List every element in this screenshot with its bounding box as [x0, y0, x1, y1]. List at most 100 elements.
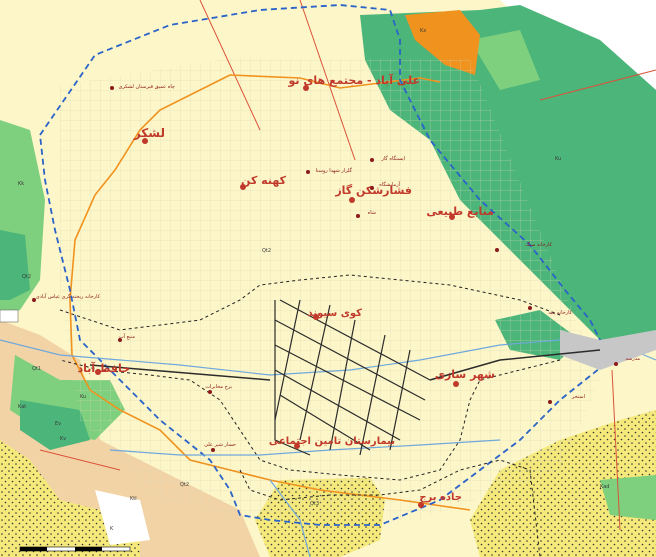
landmark-label: چاه عمیق قبرستان لشکری — [118, 84, 175, 90]
unit-code-kat: Kat — [18, 404, 26, 410]
place-marker — [240, 184, 246, 190]
fault — [299, 0, 356, 161]
unit-k-area — [95, 490, 150, 545]
unit-code-kk: Kk — [18, 181, 24, 187]
street — [274, 299, 301, 421]
landmark-marker — [110, 86, 114, 90]
street — [389, 349, 411, 451]
place-hospital[interactable]: بیمارستان تامین اجتماعی — [269, 436, 395, 449]
river — [109, 439, 501, 456]
place-north-village[interactable]: علی آباد - مجتمع های نو — [287, 73, 420, 91]
unit-code-qt1: Qt1 — [32, 366, 41, 372]
landmark-martyrs[interactable]: گلزار شهدا روستا — [306, 167, 353, 174]
landmark-marker — [208, 390, 212, 394]
landmark-marker — [211, 448, 215, 452]
unit-code-k: K — [110, 526, 114, 532]
place-marker — [449, 214, 455, 220]
place-label: کوی سیوند — [308, 308, 363, 319]
landmark-label: مدرسه — [625, 356, 640, 362]
place-label: حافظ آباد — [77, 361, 130, 375]
place-marker — [418, 502, 424, 508]
unit-green-se — [600, 475, 656, 520]
landmark-marker — [370, 186, 374, 190]
landmark-label: برج مخابرات — [205, 384, 232, 390]
place-marker — [95, 369, 101, 375]
place-gas-station[interactable]: فشارشکن گاز — [334, 184, 412, 203]
unit-code-kx: Kx — [420, 28, 426, 34]
place-hafez-abad[interactable]: حافظ آباد — [77, 361, 130, 375]
landmark-station[interactable]: ایستگاه گاز — [370, 155, 405, 162]
fault — [611, 369, 621, 531]
landmark-marker — [118, 338, 122, 342]
unit-light-green — [470, 30, 540, 90]
landmark-lab[interactable]: آزمایشگاه — [370, 181, 401, 190]
street — [274, 319, 426, 401]
unit-ev-area — [20, 400, 90, 450]
landmark-label: منبع آب — [119, 333, 135, 340]
landmark-marker — [370, 158, 374, 162]
landmark-factory[interactable]: کارخانه ریخته گری عباس آبادی — [32, 293, 101, 302]
landmark-hesar[interactable]: حسار شیر علی — [204, 442, 236, 452]
street — [299, 304, 331, 441]
unit-kad-area — [470, 410, 656, 557]
place-marker — [453, 381, 459, 387]
place-natural-resources[interactable]: منابع طبیعی — [426, 205, 494, 220]
place-label: شهر سازی — [435, 368, 495, 381]
place-marker — [303, 85, 309, 91]
landmark-label: گلزار شهدا روستا — [316, 167, 353, 174]
main-road — [429, 349, 601, 381]
place-labels: علی آباد - مجتمع های نو لشکر کهنه کن فشا… — [77, 73, 495, 508]
landmark-school[interactable]: مدرسه — [614, 356, 640, 366]
place-kuy[interactable]: کوی سیوند — [308, 308, 363, 320]
place-label: بیمارستان تامین اجتماعی — [269, 436, 395, 447]
landmark-label: استخر — [571, 394, 585, 400]
unit-dark-green-west — [0, 230, 30, 300]
landmark-marker — [32, 298, 36, 302]
landmark-village[interactable]: شاه — [356, 210, 376, 218]
unit-code-ku: Ku — [555, 156, 561, 162]
street — [329, 319, 356, 451]
landmark-labels: چاه عمیق قبرستان لشکری ایستگاه گاز گلزار… — [32, 84, 640, 452]
place-label: کهنه کن — [241, 174, 287, 187]
place-label: فشارشکن گاز — [334, 184, 412, 197]
unit-code-ku2: Ku — [80, 394, 86, 400]
landmark-resort[interactable]: کارخانه سنگ — [495, 241, 553, 252]
landmark-tower[interactable]: برج مخابرات — [205, 384, 232, 394]
landmark-marker — [495, 248, 499, 252]
place-kohneh-kan[interactable]: کهنه کن — [240, 174, 287, 190]
place-jadeh[interactable]: جاده برج — [418, 492, 462, 508]
landmark-pool[interactable]: استخر — [548, 394, 585, 404]
city-streets — [274, 299, 431, 456]
street — [279, 299, 431, 381]
unit-kx-area — [405, 10, 480, 75]
landmark-cemetery[interactable]: چاه عمیق قبرستان لشکری — [110, 84, 175, 90]
street — [274, 344, 421, 421]
landmark-marker — [528, 306, 532, 310]
place-label: لشکر — [133, 126, 165, 140]
main-road-orange — [69, 74, 471, 511]
place-label: منابع طبیعی — [426, 205, 494, 218]
place-marker — [142, 138, 148, 144]
landmark-label: کارخانه پنبه — [548, 310, 572, 316]
scale-bar — [19, 546, 131, 552]
place-marker — [349, 197, 355, 203]
unit-ktl-area — [0, 440, 140, 557]
fault-lines — [39, 0, 656, 531]
unit-code-qt2-mid: Qt2 — [22, 274, 31, 280]
landmark-cotton[interactable]: کارخانه پنبه — [528, 306, 573, 316]
place-lashkar[interactable]: لشکر — [133, 126, 165, 144]
town-boundary-south — [239, 459, 541, 557]
landmark-label: ایستگاه گاز — [380, 155, 405, 162]
unit-code-ev: Ev — [55, 421, 61, 427]
place-shahrsazi[interactable]: شهر سازی — [435, 368, 495, 387]
unit-codes: Kx Ku Kk Qt2 Qt2 Qt1 Qt2 Kat Ev Ku Kv Ka… — [18, 28, 609, 532]
place-label: جاده برج — [419, 492, 462, 503]
town-boundary — [59, 274, 561, 481]
place-label: علی آباد - مجتمع های نو — [287, 73, 420, 87]
unit-code-ktl: Ktl — [130, 496, 137, 502]
landmark-label: آزمایشگاه — [379, 181, 400, 188]
landmark-water[interactable]: منبع آب — [118, 333, 135, 342]
place-marker — [294, 443, 300, 449]
